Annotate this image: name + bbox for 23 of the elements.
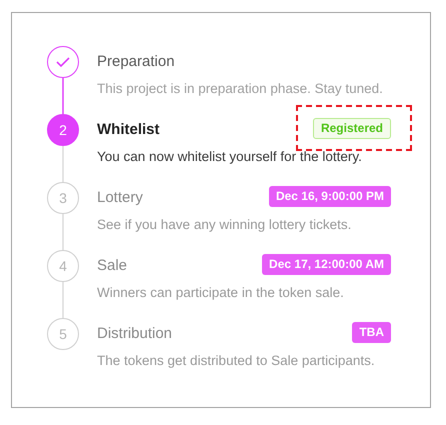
- step-description: The tokens get distributed to Sale participants.: [97, 352, 375, 370]
- connector-line: [62, 214, 64, 250]
- step-circle: 4: [47, 250, 79, 282]
- step-circle: 5: [47, 318, 79, 350]
- step-description: This project is in preparation phase. Stay tuned.: [97, 80, 383, 98]
- connector-line: [62, 282, 64, 318]
- step-circle: 2: [47, 114, 79, 146]
- step-title: Preparation: [97, 52, 175, 72]
- step-description: Winners can participate in the token sale.: [97, 284, 344, 302]
- step-title: Whitelist: [97, 120, 160, 140]
- step-title: Sale: [97, 256, 128, 276]
- step-description: See if you have any winning lottery tickets.: [97, 216, 352, 234]
- date-badge: Dec 16, 9:00:00 PM: [268, 186, 391, 206]
- date-badge: Dec 17, 12:00:00 AM: [262, 254, 391, 274]
- step-circle: 3: [47, 182, 79, 214]
- connector-line: [62, 78, 64, 114]
- step-circle: [47, 46, 79, 78]
- date-badge: TBA: [352, 322, 391, 342]
- step-title: Distribution: [97, 324, 172, 344]
- step-title: Lottery: [97, 188, 143, 208]
- status-badge: Registered: [312, 118, 391, 138]
- connector-line: [62, 146, 64, 182]
- step-description: You can now whitelist yourself for the lottery.: [97, 148, 362, 166]
